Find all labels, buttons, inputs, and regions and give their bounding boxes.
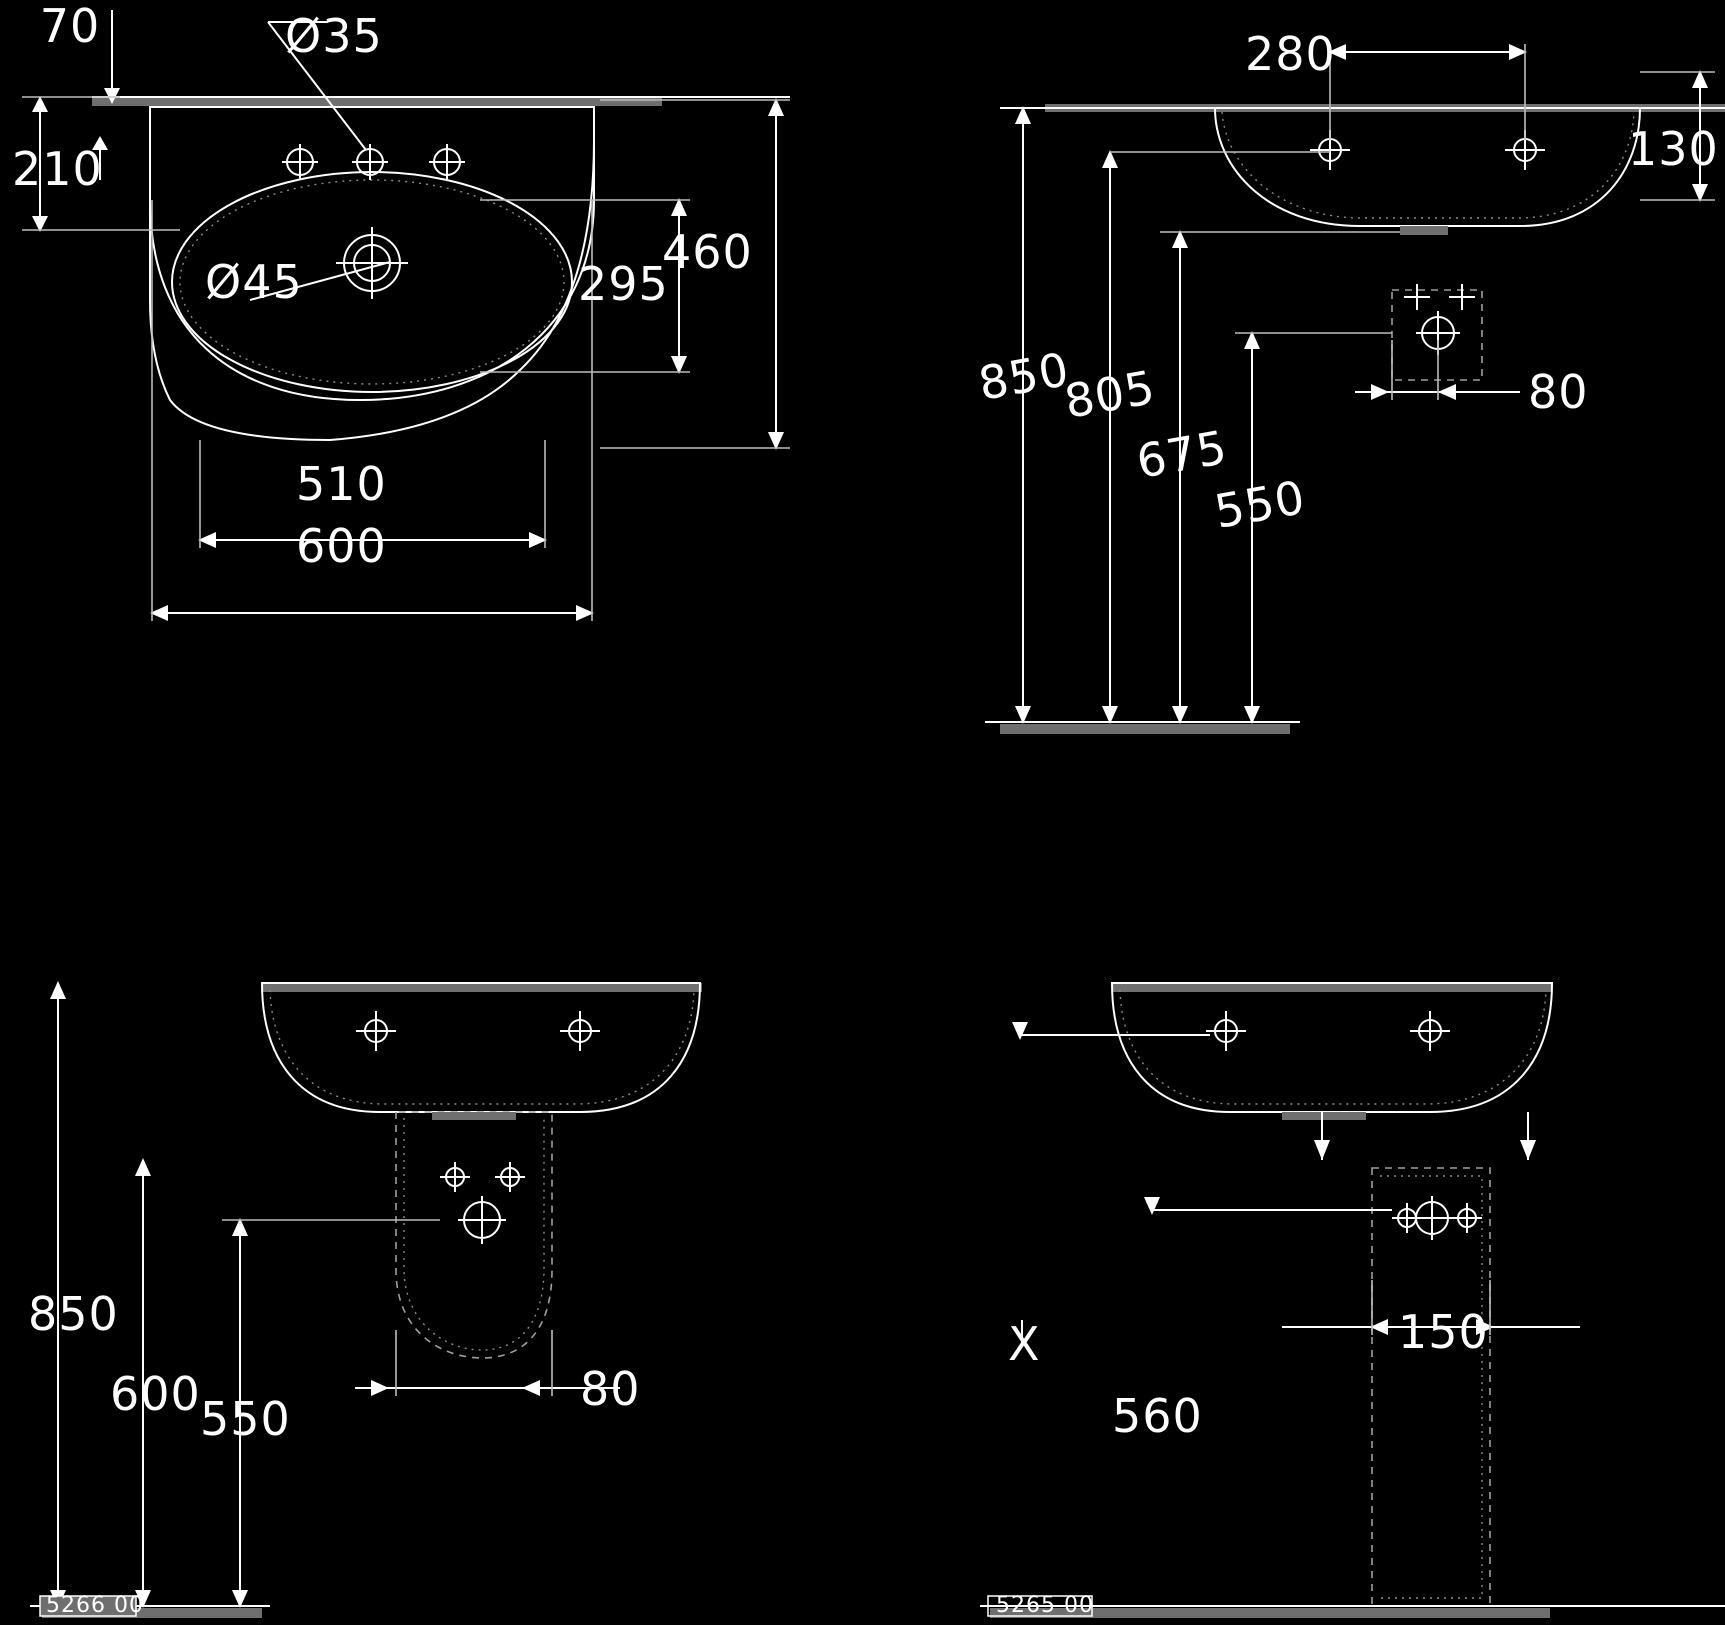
waste-outlet: [336, 227, 408, 299]
trap-geometry: [1391, 284, 1483, 381]
front-view-semi-pedestal-geometry: [30, 981, 702, 1618]
side-view-right-geometry: [985, 44, 1725, 734]
tap-holes: [282, 144, 465, 180]
top-view-geometry: [22, 10, 790, 621]
front-view-full-pedestal-geometry: [980, 982, 1725, 1618]
side-view-tap-holes: [1310, 130, 1545, 170]
